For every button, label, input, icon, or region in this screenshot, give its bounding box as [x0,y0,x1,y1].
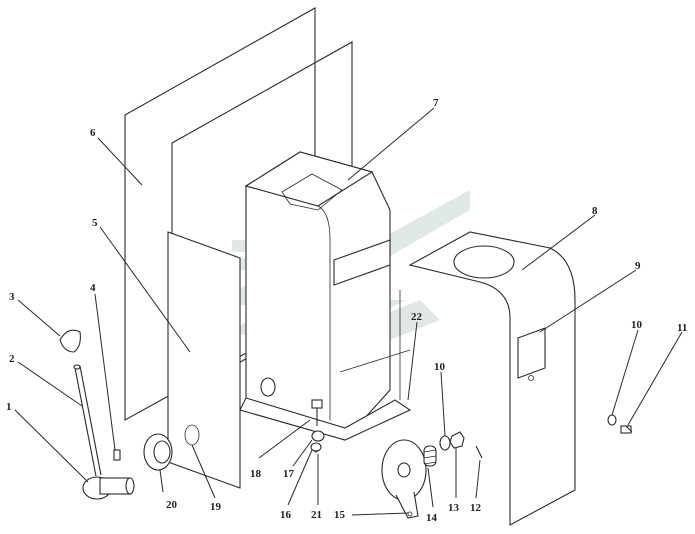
part-14-spring [423,445,437,467]
callout-5: 5 [92,217,98,229]
callout-1: 1 [6,401,12,413]
part-3-knob [59,329,81,353]
callout-22: 22 [411,311,423,323]
part-13-nut [449,431,465,449]
callout-17: 17 [283,468,295,480]
part-17-washer [311,430,325,442]
callout-12: 12 [470,502,482,514]
part-18-bolt [311,399,323,426]
callout-19: 19 [210,501,222,513]
callout-16: 16 [280,509,292,521]
callout-6: 6 [90,127,96,139]
part-5-cover-plate [167,231,241,489]
callout-14: 14 [426,512,438,524]
part-9-window [517,327,546,379]
part-7-housing [239,151,412,453]
part-10-washer [439,435,451,451]
part-8-side-cover [408,231,576,526]
part-1-lever-hub [82,476,135,500]
callout-2: 2 [9,353,15,365]
part-15-cam-plate [381,439,427,519]
callout-21: 21 [311,509,322,521]
callout-13: 13 [448,502,460,514]
callout-9: 9 [635,260,641,272]
callout-11: 11 [677,322,687,334]
callout-15: 15 [334,509,346,521]
part-12-pin [475,445,483,459]
part-11-screw [620,425,633,434]
part-2-lever-rod [73,364,102,477]
callout-18: 18 [250,468,262,480]
callout-4: 4 [90,282,96,294]
callout-10-right: 10 [631,319,643,331]
callout-3: 3 [9,291,15,303]
callout-labels: 1 2 3 4 5 6 7 8 9 10 10 11 12 13 14 15 1… [6,97,687,524]
part-10-washer-right [607,414,617,426]
part-16-washer [310,442,322,452]
leader-lines [14,107,683,516]
callout-20: 20 [166,499,178,511]
callout-8: 8 [592,205,598,217]
part-20-bushing [143,433,173,471]
part-4-pin [113,449,121,461]
callout-7: 7 [433,97,439,109]
callout-10: 10 [434,361,446,373]
